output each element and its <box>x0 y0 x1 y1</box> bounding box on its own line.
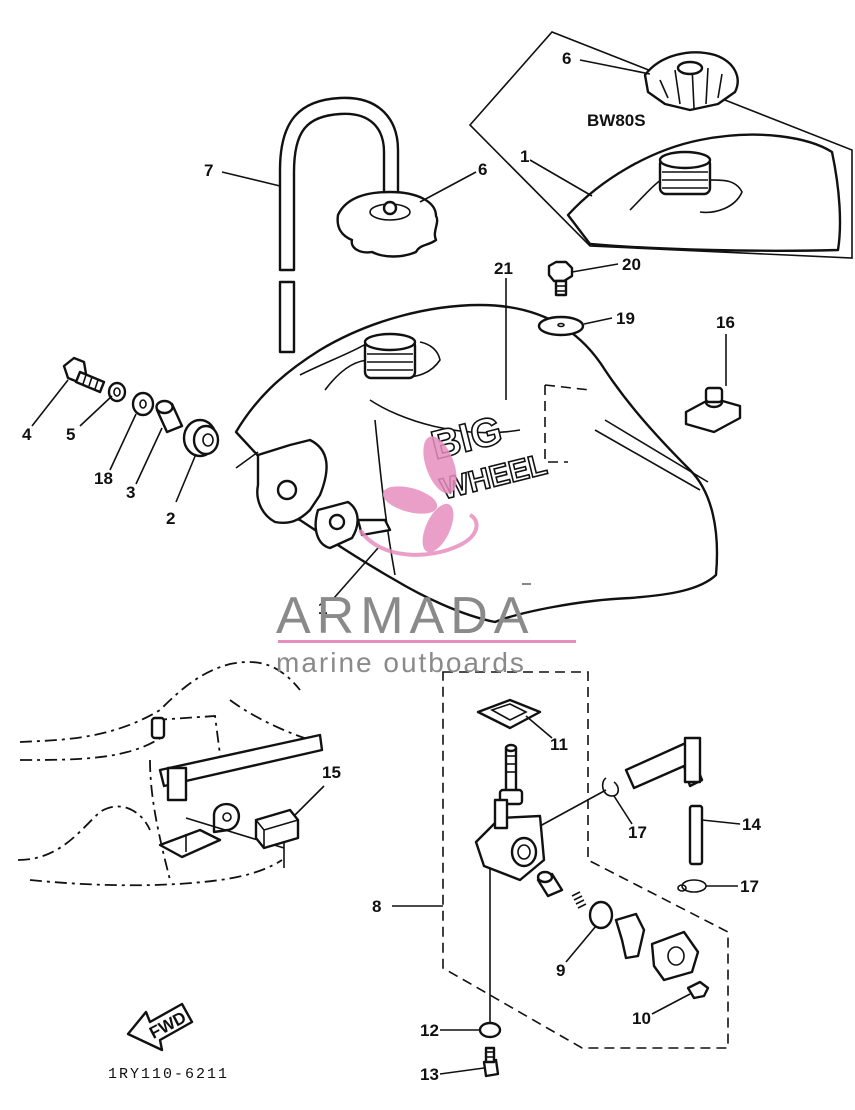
fuel-cock-assembly <box>474 698 710 1078</box>
watermark-subtitle: marine outboards <box>276 647 526 678</box>
part-number-17-lower: 17 <box>740 877 759 896</box>
part-number-2: 2 <box>166 509 175 528</box>
part-numbers: 6 1 7 6 21 20 19 16 4 5 18 3 2 1 11 15 1… <box>22 49 761 1084</box>
inset-model-label: BW80S <box>587 111 646 130</box>
fuel-cock-boundary <box>442 671 729 1049</box>
tank-stamp: — <box>521 576 533 593</box>
washer-18 <box>131 391 155 417</box>
part-number-6-inset: 6 <box>562 49 571 68</box>
fuel-tank-cap <box>336 190 439 258</box>
lock-washer-5 <box>107 381 127 403</box>
fwd-arrow-icon: FWD <box>126 1002 194 1052</box>
part-number-4: 4 <box>22 425 32 444</box>
part-number-6: 6 <box>478 160 487 179</box>
damper-16 <box>684 386 742 434</box>
damper-15 <box>254 808 300 850</box>
part-number-18: 18 <box>94 469 113 488</box>
ridged-fuel-cap <box>643 51 739 112</box>
fuel-tank: — <box>234 303 719 624</box>
armada-watermark: ARMADA marine outboards <box>276 436 576 678</box>
part-number-17-upper: 17 <box>628 823 647 842</box>
watermark-title: ARMADA <box>276 587 534 645</box>
drawing-code: 1RY110-6211 <box>108 1066 229 1083</box>
clip-17a <box>601 777 620 797</box>
part-number-21: 21 <box>494 259 513 278</box>
bolt-20 <box>547 260 574 297</box>
part-number-14: 14 <box>742 815 761 834</box>
part-number-9: 9 <box>556 961 565 980</box>
leader-lines <box>31 59 741 1075</box>
clip-17b <box>677 879 707 893</box>
watermark-divider <box>278 640 576 643</box>
part-number-15: 15 <box>322 763 341 782</box>
part-number-1: 1 <box>318 599 327 618</box>
frame-sketch <box>17 661 324 887</box>
part-number-1-inset: 1 <box>520 147 529 166</box>
part-number-11: 11 <box>550 735 568 754</box>
part-number-7: 7 <box>204 161 213 180</box>
part-number-8: 8 <box>372 897 381 916</box>
watermark-logo-icon <box>358 436 479 557</box>
breather-hose <box>278 96 400 354</box>
part-number-16: 16 <box>716 313 735 332</box>
part-number-5: 5 <box>66 425 75 444</box>
part-number-20: 20 <box>622 255 641 274</box>
bolt-4 <box>62 356 106 394</box>
washer-19 <box>537 315 585 337</box>
part-number-3: 3 <box>126 483 135 502</box>
fuel-hose <box>624 736 704 866</box>
part-number-12: 12 <box>420 1021 439 1040</box>
part-number-10: 10 <box>632 1009 651 1028</box>
collar-3 <box>155 399 184 434</box>
grommet-2 <box>182 418 220 458</box>
bw80s-inset <box>468 31 853 259</box>
part-number-13: 13 <box>420 1065 439 1084</box>
part-number-19: 19 <box>616 309 635 328</box>
